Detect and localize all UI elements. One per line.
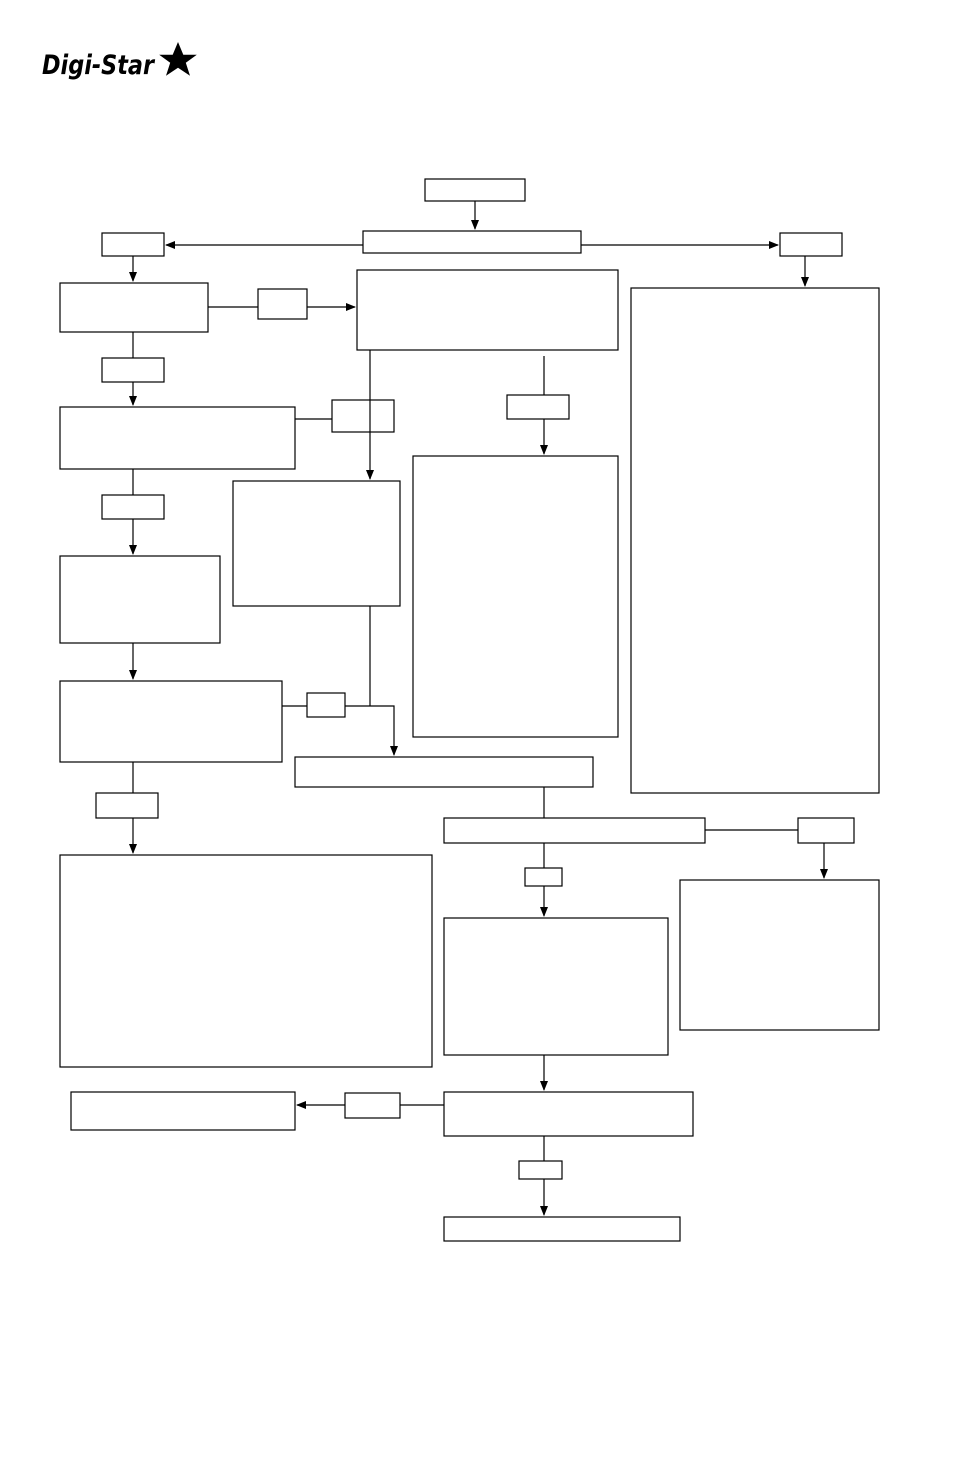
digi-star-logo: Digi-Star bbox=[42, 42, 197, 81]
flow-label-box bbox=[257, 288, 308, 320]
flow-branch-box bbox=[443, 817, 706, 844]
flow-start-box bbox=[424, 178, 526, 202]
flow-label-box bbox=[518, 1160, 563, 1180]
flow-label-box bbox=[306, 692, 346, 718]
flow-step-box bbox=[59, 555, 221, 644]
flow-label-box bbox=[344, 1092, 401, 1119]
flow-merge-box bbox=[294, 756, 594, 788]
flow-label-box bbox=[524, 867, 563, 887]
flow-label-box bbox=[101, 357, 165, 383]
flow-step-box bbox=[412, 455, 619, 738]
flow-end-box bbox=[443, 1216, 681, 1242]
flow-label-box bbox=[779, 232, 843, 257]
flow-step-box bbox=[679, 879, 880, 1031]
star-icon bbox=[159, 42, 197, 76]
flow-label-box bbox=[101, 494, 165, 520]
flow-info-panel bbox=[630, 287, 880, 794]
flow-arrow bbox=[345, 705, 398, 756]
flow-end-box bbox=[70, 1091, 296, 1131]
flow-step-box bbox=[59, 282, 209, 333]
flow-info-panel bbox=[59, 854, 433, 1068]
flow-step-box bbox=[443, 917, 669, 1056]
flow-step-box bbox=[59, 406, 296, 470]
flow-step-box bbox=[232, 480, 401, 607]
logo-wordmark: Digi-Star bbox=[42, 50, 155, 81]
flow-label-box bbox=[506, 394, 570, 420]
flow-label-box bbox=[95, 792, 159, 819]
flow-label-box bbox=[797, 817, 855, 844]
flow-step-box bbox=[356, 269, 619, 351]
flow-label-box bbox=[331, 399, 395, 433]
flow-main-branch-box bbox=[362, 230, 582, 254]
flow-step-box bbox=[59, 680, 283, 763]
flow-step-box bbox=[443, 1091, 694, 1137]
flow-label-box bbox=[101, 232, 165, 257]
